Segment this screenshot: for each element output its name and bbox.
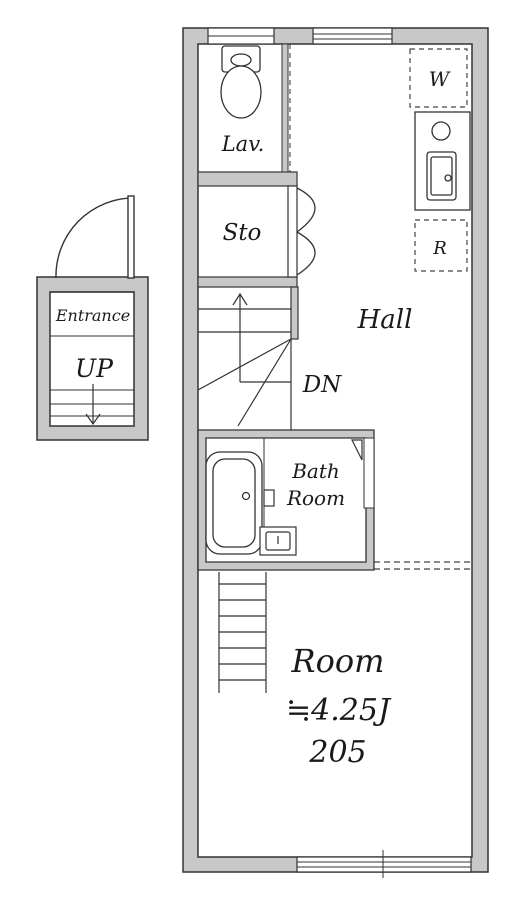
washer-space: W	[409, 48, 468, 108]
bottom-window	[296, 850, 472, 878]
bath-label-line2: Room	[286, 486, 345, 510]
top-window-lav	[207, 27, 275, 45]
refrigerator-space: R	[414, 219, 468, 272]
bathroom: Bath Room	[197, 429, 375, 571]
sink-icon	[426, 151, 457, 201]
entrance-door-swing-icon	[55, 197, 135, 279]
washbasin-icon	[259, 526, 297, 556]
refrigerator-label: R	[432, 238, 447, 259]
entrance-area: Entrance UP	[36, 195, 149, 441]
entrance-up-label: UP	[75, 354, 114, 383]
kitchen-counter	[414, 111, 471, 211]
storage: Sto	[197, 185, 316, 288]
stove-burner-icon	[431, 121, 451, 141]
lav-label: Lav.	[221, 132, 265, 156]
sto-label: Sto	[223, 220, 262, 246]
room-number-label: 205	[308, 735, 366, 770]
dn-label: DN	[302, 372, 342, 398]
room-label: Room	[291, 642, 385, 680]
toilet-icon	[220, 45, 262, 119]
shower-fixture-icon	[263, 489, 275, 507]
entrance-label: Entrance	[55, 306, 130, 325]
stair-up-arrow-icon	[232, 292, 291, 383]
stair-down-arrow-icon	[85, 384, 101, 426]
hall-room-divider	[374, 561, 472, 570]
interior-stairs: DN	[197, 286, 342, 430]
top-window-hall	[312, 27, 393, 45]
washer-label: W	[429, 67, 451, 91]
room-size-label: ≒4.25J	[286, 693, 392, 728]
storage-door-swing-icon	[296, 187, 316, 276]
hall-label: Hall	[357, 305, 413, 335]
bathtub-icon	[205, 451, 263, 555]
room-ladder	[218, 572, 267, 693]
entrance-door-leaf	[127, 195, 135, 279]
lavatory: Lav.	[197, 43, 298, 187]
bath-label-line1: Bath	[291, 459, 340, 483]
